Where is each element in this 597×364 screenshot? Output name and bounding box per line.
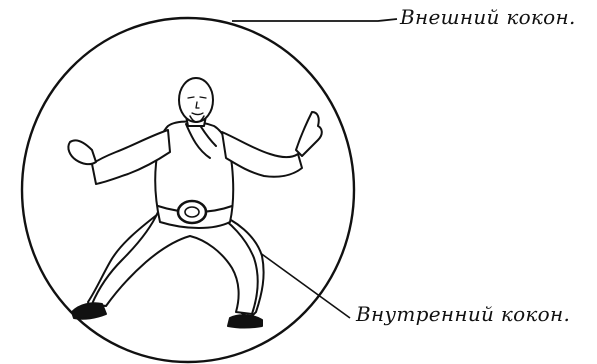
left-shoe bbox=[72, 303, 106, 319]
head bbox=[179, 78, 213, 122]
inner-cocoon-label: Внутренний кокон. bbox=[356, 302, 570, 326]
left-hand bbox=[68, 140, 96, 164]
tai-chi-figure bbox=[68, 78, 321, 328]
right-shoe bbox=[228, 315, 262, 327]
inner-cocoon-core bbox=[185, 207, 199, 217]
outer-cocoon-leader bbox=[232, 19, 397, 21]
right-sleeve bbox=[222, 132, 302, 177]
outer-cocoon-label: Внешний кокон. bbox=[400, 5, 576, 29]
right-hand bbox=[296, 112, 322, 156]
